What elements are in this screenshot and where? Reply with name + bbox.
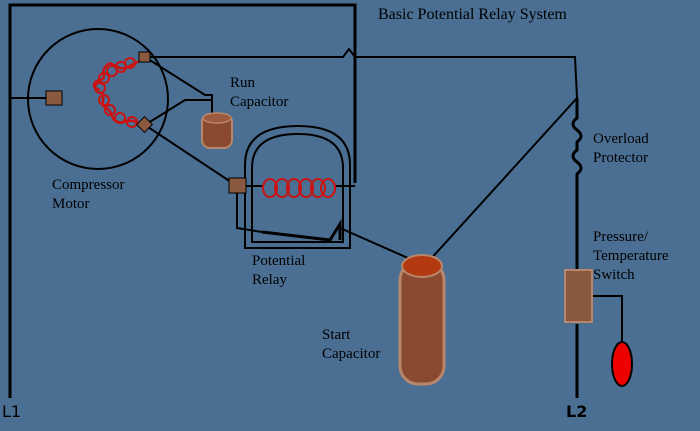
start-capacitor <box>398 260 446 386</box>
motor-start-winding <box>99 90 145 127</box>
start-capacitor-label: Start Capacitor <box>322 327 381 362</box>
relay-contact-bar <box>261 218 342 242</box>
relay-contact-wire <box>236 186 263 233</box>
motor-coil-loops <box>94 57 138 128</box>
motor-run-winding <box>92 58 145 92</box>
sensing-bulb <box>611 341 633 387</box>
run-cap-wire-top <box>144 56 213 118</box>
motor-start-terminal <box>136 116 153 133</box>
l1-wire <box>8 3 357 398</box>
relay-coil-frame <box>244 124 351 249</box>
relay-terminal <box>228 177 247 194</box>
potential-relay-label: Potential Relay <box>252 253 306 288</box>
l2-terminal-label: L2 <box>566 402 588 421</box>
overload-protector-label: Overload Protector <box>593 131 649 166</box>
start-capacitor-top <box>401 254 443 278</box>
relay-coil-frame-inner <box>251 132 344 243</box>
relay-coil <box>262 178 336 198</box>
diagram-title: Basic Potential Relay System <box>378 6 567 23</box>
compressor-motor-label: Compressor Motor <box>52 177 125 212</box>
run-capacitor-label: Run Capacitor <box>230 75 289 110</box>
relay-to-start-cap-wire <box>339 227 418 263</box>
pressure-switch-label: Pressure/ Temperature Switch <box>593 229 669 283</box>
motor-run-terminal <box>138 51 151 63</box>
run-terminal-wire <box>145 47 578 99</box>
pressure-switch <box>564 269 593 323</box>
overload-protector <box>571 98 583 270</box>
l1-terminal-label: L1 <box>2 402 22 421</box>
start-terminal-wire <box>144 124 238 187</box>
switch-bulb-wire <box>592 295 623 348</box>
run-capacitor-top <box>202 112 232 124</box>
motor-common-terminal <box>45 90 63 106</box>
run-cap-wire-bottom <box>144 99 212 126</box>
start-cap-to-line-wire <box>427 97 578 263</box>
